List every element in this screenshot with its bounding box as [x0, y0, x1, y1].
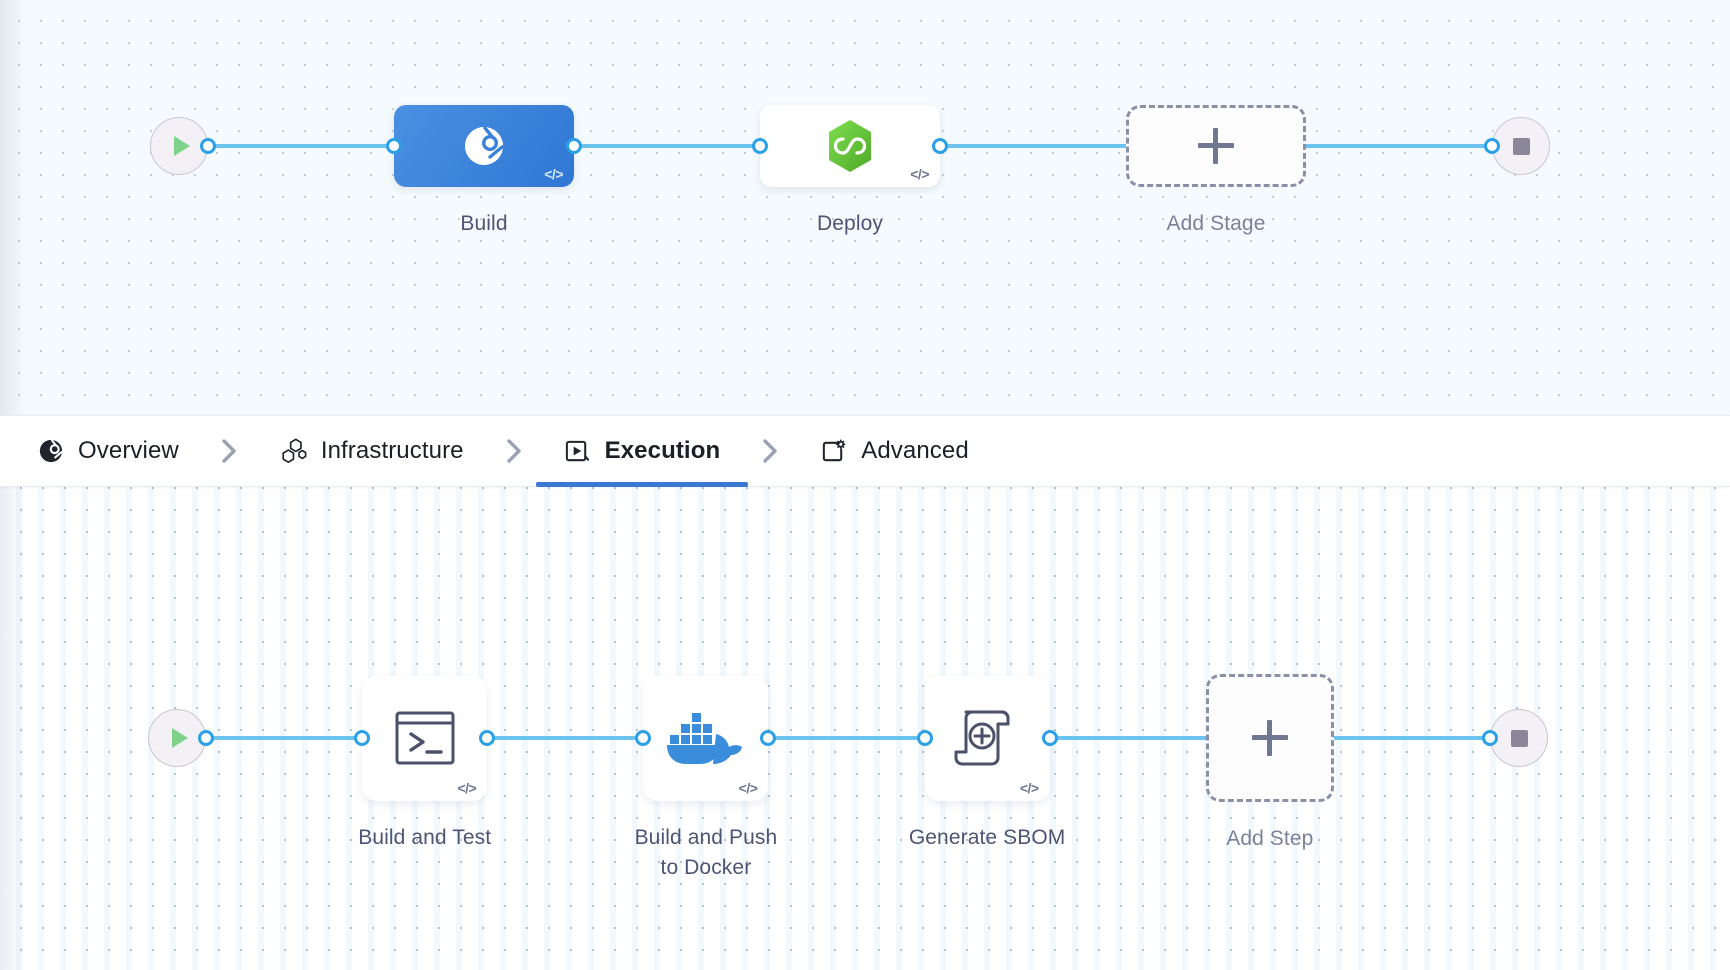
connector-port[interactable] [760, 730, 777, 746]
steps-end-node[interactable] [1490, 709, 1549, 767]
add-stage-label: Add Stage [1166, 212, 1266, 235]
step-node-build-and-test[interactable]: </> Build and Test [358, 675, 491, 849]
steps-start-node[interactable] [148, 709, 206, 767]
hexagon-cluster-icon [279, 437, 307, 465]
connector-link[interactable] [487, 736, 644, 740]
stage-node-deploy[interactable]: </> Deploy [760, 105, 940, 235]
canvas-left-edge-shadow [0, 487, 26, 970]
step-card-build-and-test[interactable]: </> [362, 675, 488, 801]
add-step-label: Add Step [1226, 827, 1314, 850]
connector-port[interactable] [1041, 730, 1058, 746]
step-card-generate-sbom[interactable]: </> [924, 675, 1050, 801]
step-label-line-1: Build and Push [634, 825, 778, 849]
docker-whale-icon [666, 713, 742, 764]
plus-icon [1251, 720, 1288, 756]
stage-row: </> Build [150, 104, 1550, 235]
connector-port[interactable] [752, 138, 768, 154]
stage-node-build[interactable]: </> Build [394, 105, 574, 235]
add-step-button[interactable] [1205, 674, 1334, 802]
step-row: </> Build and Test [148, 674, 1549, 879]
connector-link[interactable] [208, 144, 394, 148]
pipeline-start-node[interactable] [150, 117, 208, 175]
step-node-generate-sbom[interactable]: </> Generate SBOM [909, 675, 1065, 849]
plus-icon [1198, 128, 1234, 164]
add-step-node[interactable]: Add Step [1205, 674, 1334, 850]
harness-cd-hexagon-icon [829, 120, 871, 172]
step-card-build-and-push-docker[interactable]: </> [643, 675, 769, 801]
code-badge-icon[interactable]: </> [544, 166, 563, 182]
connector-port[interactable] [635, 730, 652, 746]
stage-config-tabs: Overview Infrastructure [0, 415, 1730, 487]
tab-overview[interactable]: Overview [34, 415, 183, 487]
connector-port[interactable] [916, 730, 933, 746]
chevron-right-icon [219, 436, 239, 466]
stage-label-build: Build [460, 212, 508, 235]
tab-advanced-label: Advanced [861, 437, 969, 464]
sbom-scroll-icon [954, 710, 1010, 766]
connector-link[interactable] [1333, 736, 1491, 740]
pipeline-end-node[interactable] [1492, 117, 1550, 175]
connector-port[interactable] [566, 138, 582, 154]
code-badge-icon[interactable]: </> [738, 779, 758, 796]
code-badge-icon[interactable]: </> [457, 779, 477, 796]
stage-card-build[interactable]: </> [394, 105, 574, 187]
step-node-build-and-push-docker[interactable]: </> Build and Push to Docker [635, 675, 777, 879]
chevron-right-icon [760, 436, 780, 466]
chevron-right-icon [504, 436, 524, 466]
tab-advanced[interactable]: Advanced [816, 415, 973, 487]
tab-overview-label: Overview [78, 437, 179, 464]
harness-ci-icon [465, 126, 504, 165]
connector-link[interactable] [1306, 144, 1492, 148]
tab-execution[interactable]: Execution [535, 415, 748, 487]
connector-link[interactable] [206, 736, 363, 740]
connector-link[interactable] [574, 144, 760, 148]
terminal-icon [395, 711, 455, 765]
step-label-build-and-push-docker: Build and Push to Docker [606, 823, 806, 884]
add-stage-button[interactable] [1126, 105, 1306, 187]
play-icon [171, 728, 188, 748]
stop-icon [1512, 137, 1530, 155]
harness-overview-icon [38, 438, 64, 464]
tab-infrastructure[interactable]: Infrastructure [275, 415, 468, 487]
connector-port[interactable] [386, 138, 402, 154]
connector-port[interactable] [354, 730, 371, 746]
connector-link[interactable] [940, 144, 1126, 148]
stop-icon [1510, 729, 1528, 747]
tab-execution-label: Execution [604, 437, 721, 464]
tab-infrastructure-label: Infrastructure [320, 437, 464, 464]
play-icon [173, 136, 190, 156]
connector-port[interactable] [198, 730, 214, 746]
stage-label-deploy: Deploy [817, 212, 883, 235]
connector-link[interactable] [768, 736, 925, 740]
connector-port[interactable] [1484, 138, 1500, 154]
add-stage-node[interactable]: Add Stage [1126, 105, 1306, 235]
code-badge-icon[interactable]: </> [910, 166, 929, 182]
step-label-build-and-test: Build and Test [358, 825, 492, 849]
code-badge-icon[interactable]: </> [1019, 779, 1039, 796]
step-label-generate-sbom: Generate SBOM [908, 825, 1066, 849]
card-gear-icon [820, 438, 847, 465]
play-in-box-icon [564, 438, 591, 465]
connector-port[interactable] [479, 730, 496, 746]
connector-port[interactable] [1482, 730, 1499, 746]
pipeline-stages-canvas[interactable]: </> Build [0, 0, 1730, 415]
connector-port[interactable] [200, 138, 216, 154]
step-label-line-2: to Docker [660, 855, 752, 879]
connector-link[interactable] [1049, 736, 1206, 740]
stage-card-deploy[interactable]: </> [760, 105, 940, 187]
pipeline-steps-canvas[interactable]: </> Build and Test [0, 487, 1730, 970]
connector-port[interactable] [932, 138, 948, 154]
canvas-left-edge-shadow [0, 0, 26, 415]
